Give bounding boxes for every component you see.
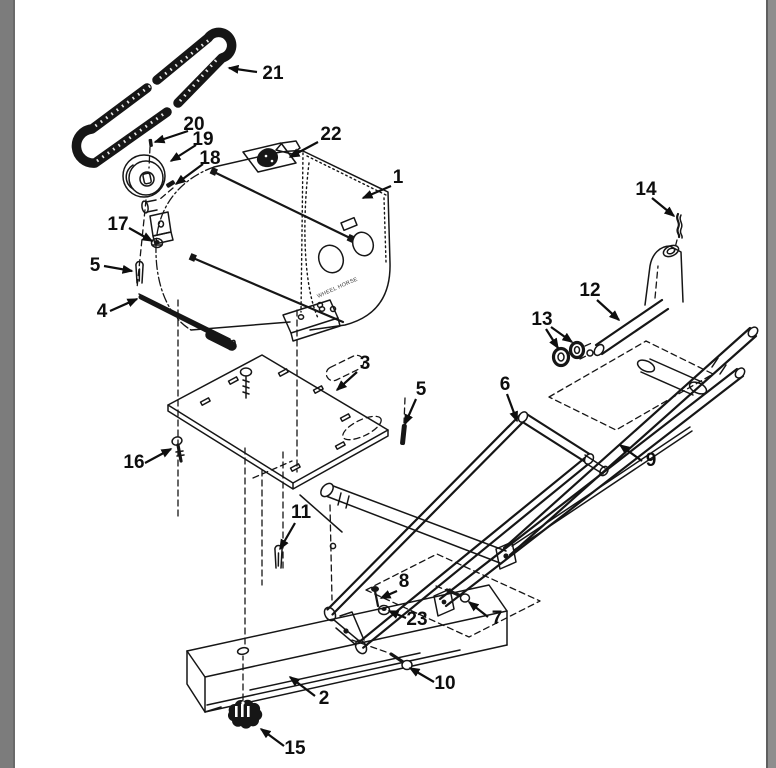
callout-18: 18	[199, 148, 220, 169]
phantom-outline-upper	[548, 340, 714, 431]
leader-17	[128, 227, 154, 242]
alignment-dash-lines	[177, 299, 406, 645]
frame-rail-drawing	[433, 326, 759, 617]
leader-21	[227, 64, 258, 74]
base-channel-drawing	[186, 584, 508, 713]
right-gutter-bar	[766, 0, 776, 768]
leader-9	[618, 444, 643, 462]
callout-19: 19	[192, 129, 213, 150]
callout-9: 9	[646, 450, 657, 471]
callout-12: 12	[579, 280, 600, 301]
leader-20	[153, 129, 189, 144]
leader-7	[467, 601, 489, 618]
flange-bushings-drawing	[551, 340, 595, 368]
clamp-knob-drawing	[227, 699, 263, 729]
callout-21: 21	[262, 63, 284, 84]
clevis-pin-7	[435, 585, 471, 603]
mounting-plate-drawing	[167, 354, 389, 490]
pulley-key-20	[148, 138, 153, 147]
leader-8	[379, 589, 398, 600]
leader-15	[259, 728, 285, 747]
callout-10: 10	[434, 673, 455, 694]
left-gutter-bar	[0, 0, 15, 768]
leader-13a	[545, 328, 559, 350]
callout-22: 22	[320, 124, 341, 145]
flange-nut-17	[150, 237, 164, 249]
leader-12	[596, 299, 621, 322]
callout-1: 1	[393, 167, 404, 188]
leader-19	[169, 144, 197, 162]
callout-numbers: 21 20 19 18 22 1 17 5 4 14 12 13 3 5 6 9…	[90, 63, 657, 759]
leader-5a	[103, 264, 134, 274]
callout-6: 6	[500, 374, 511, 395]
leader-4	[109, 297, 139, 313]
callout-3: 3	[360, 353, 371, 374]
leader-1	[361, 184, 392, 200]
leader-2	[288, 676, 316, 697]
callout-13: 13	[531, 309, 552, 330]
callout-11: 11	[291, 502, 312, 523]
callout-2: 2	[319, 688, 330, 709]
callout-8: 8	[399, 571, 410, 592]
callout-5b: 5	[416, 379, 427, 400]
bolt-8	[371, 586, 380, 608]
callout-16: 16	[123, 452, 144, 473]
leader-16	[144, 448, 173, 464]
pulley-drawing	[122, 146, 166, 289]
support-rod-4	[138, 293, 237, 351]
leader-5b	[403, 398, 418, 426]
carriage-bolt-16	[171, 436, 185, 463]
callout-14: 14	[635, 179, 657, 200]
leader-23	[387, 609, 407, 620]
roller-tube-drawing	[579, 239, 684, 360]
logo-plate-drawing	[242, 142, 297, 173]
shaft-key-18	[159, 180, 175, 200]
callout-17: 17	[107, 214, 128, 235]
callout-23: 23	[406, 609, 427, 630]
leader-14	[651, 197, 676, 217]
engine-brand-marking: WHEEL HORSE	[316, 277, 358, 300]
drive-belt-drawing	[71, 27, 237, 168]
hairpin-cotter-5	[135, 260, 144, 284]
callout-7: 7	[492, 608, 503, 629]
leader-13b	[550, 326, 574, 343]
nut-23	[377, 604, 391, 616]
leader-6	[505, 393, 519, 423]
clevis-pin-5b	[400, 424, 407, 446]
phantom-outline-lower	[365, 553, 541, 638]
callout-4: 4	[97, 301, 108, 322]
callout-5a: 5	[90, 255, 101, 276]
leader-22	[288, 141, 319, 158]
leader-arrows	[103, 64, 676, 747]
callout-15: 15	[284, 738, 306, 759]
callout-20: 20	[183, 114, 204, 135]
leader-18	[174, 163, 204, 185]
leader-10	[408, 667, 435, 683]
leader-11	[279, 522, 296, 551]
leader-3	[335, 371, 358, 392]
cotter-pin-14	[676, 212, 683, 239]
